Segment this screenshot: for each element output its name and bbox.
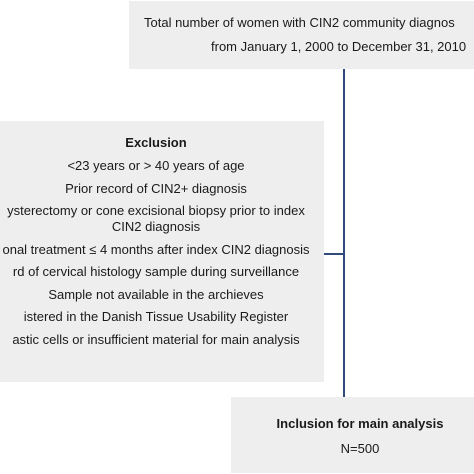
total-diagnoses-box: Total number of women with CIN2 communit…	[129, 1, 474, 69]
exclusion-item-hysterectomy-line1: ysterectomy or cone excisional biopsy pr…	[7, 203, 305, 218]
inclusion-title: Inclusion for main analysis	[276, 416, 444, 431]
exclusion-item-hysterectomy-line2: CIN2 diagnosis	[111, 219, 201, 234]
flow-connector-vertical	[343, 69, 345, 397]
exclusion-item-insufficient-material: astic cells or insufficient material for…	[12, 331, 300, 347]
exclusion-title: Exclusion	[125, 135, 187, 150]
total-diagnoses-text: Total number of women with CIN2 communit…	[144, 15, 455, 30]
exclusion-item-age: <23 years or > 40 years of age	[67, 158, 245, 173]
inclusion-box: Inclusion for main analysis N=500	[231, 397, 474, 473]
exclusion-criteria-list: <23 years or > 40 years of age Prior rec…	[0, 158, 324, 354]
exclusion-item-tissue-register: istered in the Danish Tissue Usability R…	[23, 309, 289, 324]
inclusion-count: N=500	[340, 441, 380, 456]
exclusion-item-no-histology: rd of cervical histology sample during s…	[12, 264, 300, 279]
exclusion-item-prior-cin2: Prior record of CIN2+ diagnosis	[65, 180, 247, 196]
exclusion-item-excisional-treatment: onal treatment ≤ 4 months after index CI…	[2, 241, 310, 257]
exclusion-item-sample-unavailable: Sample not available in the archieves	[48, 286, 264, 302]
exclusion-item-hysterectomy: ysterectomy or cone excisional biopsy pr…	[0, 203, 324, 235]
date-range-text: from January 1, 2000 to December 31, 201…	[211, 39, 467, 54]
exclusion-box: Exclusion <23 years or > 40 years of age…	[0, 121, 324, 382]
flow-connector-exclusion-branch	[324, 253, 344, 255]
